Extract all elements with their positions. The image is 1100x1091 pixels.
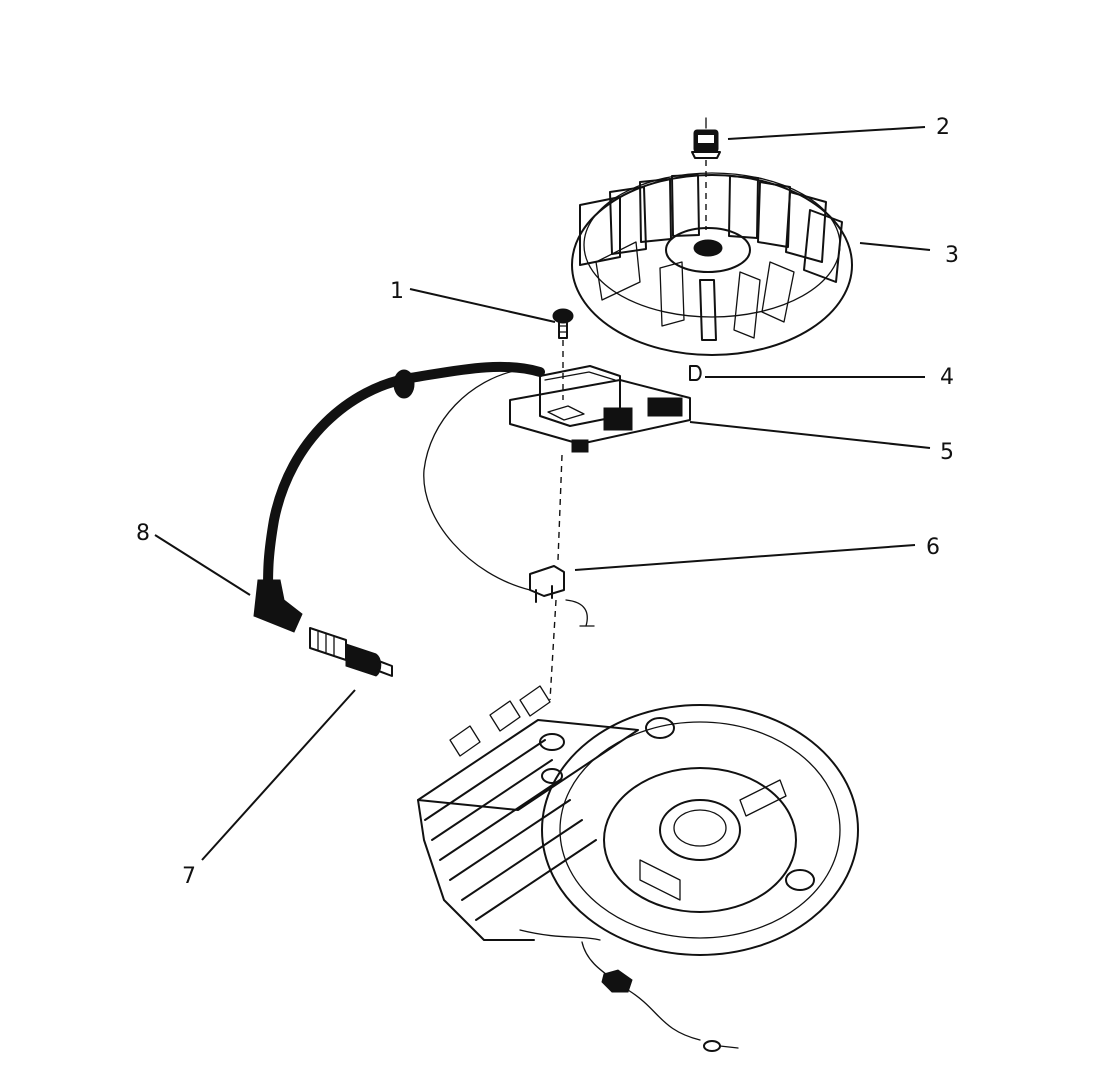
callout-1: 1 (390, 279, 404, 304)
callout-7: 7 (182, 864, 196, 889)
callout-6: 6 (926, 535, 940, 560)
callout-5: 5 (940, 440, 954, 465)
part-flywheel-nut (691, 117, 721, 159)
part-screw (552, 308, 574, 339)
spark-plug-wire (263, 361, 545, 595)
callout-leaders (154, 126, 931, 861)
part-ground-clip (529, 565, 595, 701)
callout-3: 3 (945, 243, 959, 268)
part-ignition-module (509, 340, 691, 561)
part-spark-plug-boot (253, 579, 303, 633)
part-flywheel (571, 160, 853, 356)
part-flywheel-key (689, 365, 702, 381)
part-spark-plug (309, 627, 393, 677)
callout-4: 4 (940, 365, 954, 390)
engine-block (417, 685, 859, 1052)
callout-2: 2 (936, 115, 950, 140)
callout-8: 8 (136, 521, 150, 546)
